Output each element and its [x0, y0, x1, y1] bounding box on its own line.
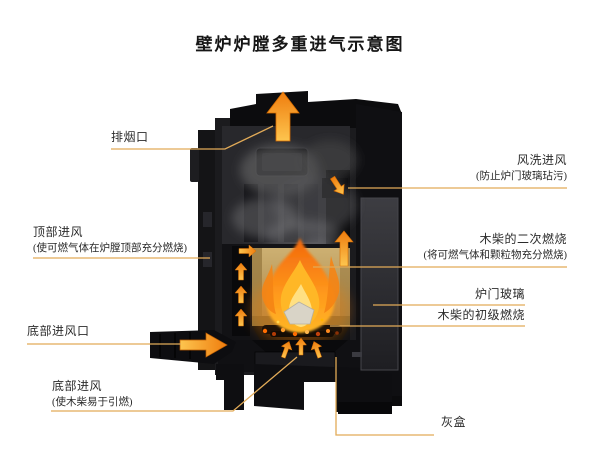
top-air-channel-arrow-icon	[234, 262, 248, 281]
label-bottom-air-inlet: 底部进风口	[27, 324, 90, 339]
secondary-combustion-arrow-icon	[334, 230, 354, 267]
leader-line-bottom-air	[51, 356, 298, 412]
bottom-intake-arrow-icon	[179, 332, 228, 358]
flame	[250, 238, 350, 346]
arrows	[179, 91, 354, 359]
label-air-wash-subtext: (防止炉门玻璃玷污)	[476, 171, 567, 182]
embers	[262, 318, 339, 337]
label-bottom-air-subtext: (使木柴易于引燃)	[52, 397, 133, 408]
leader-line-ash-box	[335, 357, 434, 436]
label-bottom-air-inlet-text: 底部进风口	[27, 324, 90, 338]
stove-base	[216, 364, 392, 414]
label-secondary-combustion-subtext: (将可燃气体和颗粒物充分燃烧)	[423, 250, 568, 261]
label-ash-box-text: 灰盒	[441, 415, 467, 429]
label-top-air: 顶部进风 (使可燃气体在炉膛顶部充分燃烧)	[33, 225, 187, 255]
diagram-title: 壁炉炉膛多重进气示意图	[195, 35, 405, 54]
leader-lines	[27, 125, 567, 436]
under-fire-arrow-icon	[294, 337, 308, 356]
label-bottom-air: 底部进风 (使木柴易于引燃)	[52, 379, 133, 409]
air-wash-arrow-icon	[330, 175, 345, 195]
label-top-air-subtext: (使可燃气体在炉膛顶部充分燃烧)	[33, 243, 187, 254]
label-primary-combustion: 木柴的初级燃烧	[437, 308, 525, 323]
label-air-wash-text: 风洗进风	[516, 153, 567, 167]
door-glass-panel	[360, 197, 399, 371]
flue-exhaust-arrow-icon	[266, 91, 300, 142]
label-ash-box: 灰盒	[441, 415, 466, 430]
label-top-air-text: 顶部进风	[33, 225, 84, 239]
label-primary-combustion-text: 木柴的初级燃烧	[437, 308, 525, 322]
leader-line-smoke-outlet	[111, 125, 274, 150]
label-secondary-combustion-text: 木柴的二次燃烧	[479, 232, 567, 246]
under-fire-arrow-icon	[280, 341, 293, 359]
label-door-glass: 炉门玻璃	[475, 287, 525, 302]
label-air-wash: 风洗进风 (防止炉门玻璃玷污)	[476, 153, 567, 183]
smoke	[232, 140, 358, 262]
label-secondary-combustion: 木柴的二次燃烧 (将可燃气体和颗粒物充分燃烧)	[424, 232, 568, 262]
label-smoke-outlet: 排烟口	[111, 130, 149, 145]
label-bottom-air-text: 底部进风	[52, 379, 103, 393]
top-air-entry-arrow-icon	[238, 244, 257, 258]
label-smoke-outlet-text: 排烟口	[111, 130, 149, 144]
top-air-channel-arrow-icon	[234, 285, 248, 304]
top-air-channel-arrow-icon	[234, 308, 248, 327]
label-door-glass-text: 炉门玻璃	[474, 287, 525, 301]
under-fire-arrow-icon	[310, 341, 323, 359]
